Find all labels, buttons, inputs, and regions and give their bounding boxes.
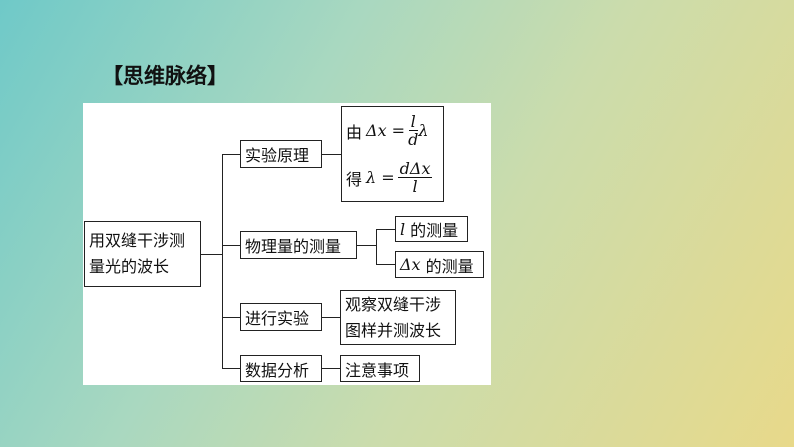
branch-analysis-label: 数据分析	[245, 360, 310, 380]
formula-1-den: d	[408, 130, 419, 149]
formula-2-fraction: dΔx l	[397, 159, 433, 196]
connector-analysis	[222, 368, 240, 369]
measure-l-item: l 的测量	[395, 216, 468, 242]
connector-l	[376, 229, 395, 230]
branch-measure-label: 物理量的测量	[245, 237, 342, 256]
formula-line-1: 由 Δx = l d λ	[346, 113, 428, 148]
measure-l-text: 的测量	[410, 221, 459, 240]
connector-root	[201, 254, 222, 255]
connector-measure-out	[357, 245, 376, 246]
measure-l-var: l	[400, 219, 406, 239]
procedure-item-line-2: 图样并测波长	[345, 320, 442, 340]
formula-2-lhs: λ =	[366, 168, 395, 187]
branch-principle-label: 实验原理	[245, 146, 310, 165]
formula-box: 由 Δx = l d λ 得 λ = dΔx l	[341, 106, 444, 202]
connector-principle	[222, 154, 240, 155]
branch-principle: 实验原理	[240, 140, 322, 168]
formula-2-den: l	[412, 177, 418, 196]
formula-1-fraction: l d	[408, 113, 418, 148]
root-node: 用双缝干涉测 量光的波长	[84, 221, 201, 287]
trunk-line	[222, 154, 223, 368]
analysis-item-label: 注意事项	[345, 360, 410, 380]
connector-measure	[222, 245, 240, 246]
procedure-item: 观察双缝干涉 图样并测波长	[340, 290, 456, 345]
formula-1-lhs: Δx =	[366, 121, 406, 140]
branch-procedure: 进行实验	[240, 303, 322, 331]
root-line-2: 量光的波长	[89, 257, 170, 276]
connector-dx	[376, 264, 395, 265]
analysis-item: 注意事项	[340, 355, 420, 382]
formula-1-tail: λ	[418, 121, 429, 140]
connector-analysis-out	[322, 368, 340, 369]
formula-2-prefix: 得	[346, 169, 363, 189]
measure-dx-text: 的测量	[425, 256, 474, 276]
formula-1-num: l	[408, 112, 418, 131]
connector-procedure	[222, 317, 240, 318]
connector-formula	[322, 154, 341, 155]
branch-procedure-label: 进行实验	[245, 309, 310, 328]
section-title: 【思维脉络】	[102, 64, 228, 88]
measure-dx-item: Δx 的测量	[395, 251, 484, 278]
branch-measure: 物理量的测量	[240, 231, 357, 259]
root-line-1: 用双缝干涉测	[89, 231, 186, 250]
procedure-item-line-1: 观察双缝干涉	[345, 294, 442, 314]
formula-2-num: dΔx	[397, 159, 433, 178]
measure-split-line	[376, 229, 377, 264]
branch-analysis: 数据分析	[240, 355, 322, 382]
formula-line-2: 得 λ = dΔx l	[346, 159, 433, 196]
measure-dx-var: Δx	[400, 255, 421, 274]
formula-1-prefix: 由	[346, 122, 363, 142]
connector-procedure-out	[322, 317, 340, 318]
